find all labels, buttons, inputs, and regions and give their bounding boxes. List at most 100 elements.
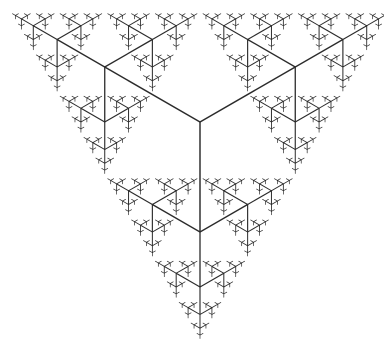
tree-branch-level-5 [283, 139, 289, 142]
tree-branch-level-5 [45, 57, 51, 60]
tree-branch-level-5 [265, 119, 271, 122]
tree-branch-level-5 [75, 36, 81, 39]
tree-branch-level-6 [117, 24, 120, 26]
tree-branch-level-6 [334, 96, 337, 98]
tree-branch-level-6 [135, 14, 138, 16]
tree-branch-level-6 [251, 220, 254, 222]
tree-branch-level-5 [260, 180, 266, 183]
tree-branch-level-6 [316, 127, 319, 129]
tree-branch-level-6 [307, 24, 310, 26]
tree-branch-level-6 [132, 179, 135, 181]
tree-branch-level-6 [170, 34, 173, 36]
tree-branch-level-6 [48, 76, 51, 78]
tree-branch-level-5 [283, 15, 289, 18]
tree-branch-level-6 [132, 117, 135, 119]
tree-branch-level-6 [173, 45, 176, 47]
tree-branch-level-6 [301, 96, 304, 98]
tree-branch-level-6 [137, 65, 140, 67]
tree-branch-level-5 [224, 36, 230, 39]
tree-branch-level-5 [39, 15, 45, 18]
tree-branch-level-6 [209, 313, 212, 315]
tree-branch-level-6 [218, 261, 221, 263]
tree-branch-level-5 [307, 98, 313, 101]
tree-branch-level-6 [239, 55, 242, 57]
tree-branch-level-5 [176, 201, 182, 204]
tree-branch-level-5 [242, 242, 248, 245]
tree-branch-level-6 [340, 86, 343, 88]
tree-branch-level-6 [239, 179, 242, 181]
tree-branch-level-6 [90, 148, 93, 150]
tree-branch-level-6 [286, 158, 289, 160]
tree-branch-level-6 [257, 189, 260, 191]
tree-branch-level-6 [140, 189, 143, 191]
tree-branch-level-5 [260, 15, 266, 18]
tree-branch-level-6 [268, 127, 271, 129]
tree-branch-level-5 [158, 222, 164, 225]
tree-branch-level-6 [227, 261, 230, 263]
tree-branch-level-6 [152, 86, 155, 88]
tree-branch-level-6 [126, 45, 129, 47]
tree-branch-level-5 [135, 222, 141, 225]
tree-branch-level-6 [146, 220, 149, 222]
tree-branch-level-5 [206, 180, 212, 183]
tree-branch-level-6 [123, 137, 126, 139]
tree-branch-level-6 [298, 96, 301, 98]
tree-branch-level-6 [242, 76, 245, 78]
tree-branch-level-6 [268, 210, 271, 212]
tree-branch-level-6 [69, 107, 72, 109]
tree-branch-level-5 [325, 15, 331, 18]
tree-branch-level-6 [265, 34, 268, 36]
tree-branch-level-6 [319, 127, 322, 129]
tree-branch-level-5 [75, 119, 81, 122]
tree-branch-level-6 [51, 55, 54, 57]
tree-branch-level-6 [117, 148, 120, 150]
tree-branch-level-6 [277, 179, 280, 181]
tree-branch-level-6 [137, 107, 140, 109]
tree-branch-level-6 [129, 210, 132, 212]
tree-branch-level-6 [135, 55, 138, 57]
tree-branch-level-6 [221, 45, 224, 47]
tree-branch-level-6 [227, 55, 230, 57]
tree-branch-level-5 [135, 57, 141, 60]
tree-branch-level-6 [146, 241, 149, 243]
tree-branch-level-6 [206, 261, 209, 263]
tree-branch-level-6 [72, 34, 75, 36]
tree-branch-level-6 [349, 55, 352, 57]
tree-branch-level-6 [170, 179, 173, 181]
tree-branch-level-5 [254, 98, 260, 101]
tree-branch-level-6 [304, 107, 307, 109]
tree-branch-level-6 [337, 96, 340, 98]
tree-branch-level-6 [90, 24, 93, 26]
tree-branch-level-5 [277, 180, 283, 183]
tree-branch-level-6 [310, 137, 313, 139]
tree-branch-level-6 [286, 179, 289, 181]
tree-branch-level-6 [254, 55, 257, 57]
tree-branch-level-6 [102, 168, 105, 170]
tree-branch-level-5 [295, 160, 301, 163]
tree-branch-level-5 [129, 119, 135, 122]
tree-branch-level-5 [212, 15, 218, 18]
tree-branch-level-6 [164, 24, 167, 26]
tree-branch-level-5 [301, 98, 307, 101]
tree-branch-level-6 [170, 282, 173, 284]
tree-branch-level-6 [283, 107, 286, 109]
tree-branch-level-6 [209, 24, 212, 26]
tree-branch-level-5 [271, 119, 277, 122]
tree-branch-level-6 [328, 65, 331, 67]
tree-branch-level-6 [96, 137, 99, 139]
tree-branch-level-6 [63, 96, 66, 98]
tree-branch-level-6 [265, 55, 268, 57]
tree-branch-level-5 [230, 180, 236, 183]
tree-branch-level-6 [164, 189, 167, 191]
tree-branch-level-6 [212, 272, 215, 274]
tree-branch-level-6 [155, 55, 158, 57]
tree-branch-level-6 [57, 86, 60, 88]
tree-branch-level-5 [15, 15, 21, 18]
tree-branch-level-5 [331, 57, 337, 60]
tree-branch-level-6 [307, 148, 310, 150]
tree-branch-level-6 [206, 14, 209, 16]
tree-branch-level-6 [155, 220, 158, 222]
tree-branch-level-5 [188, 180, 194, 183]
tree-branch-level-6 [96, 158, 99, 160]
tree-branch-level-5 [63, 15, 69, 18]
